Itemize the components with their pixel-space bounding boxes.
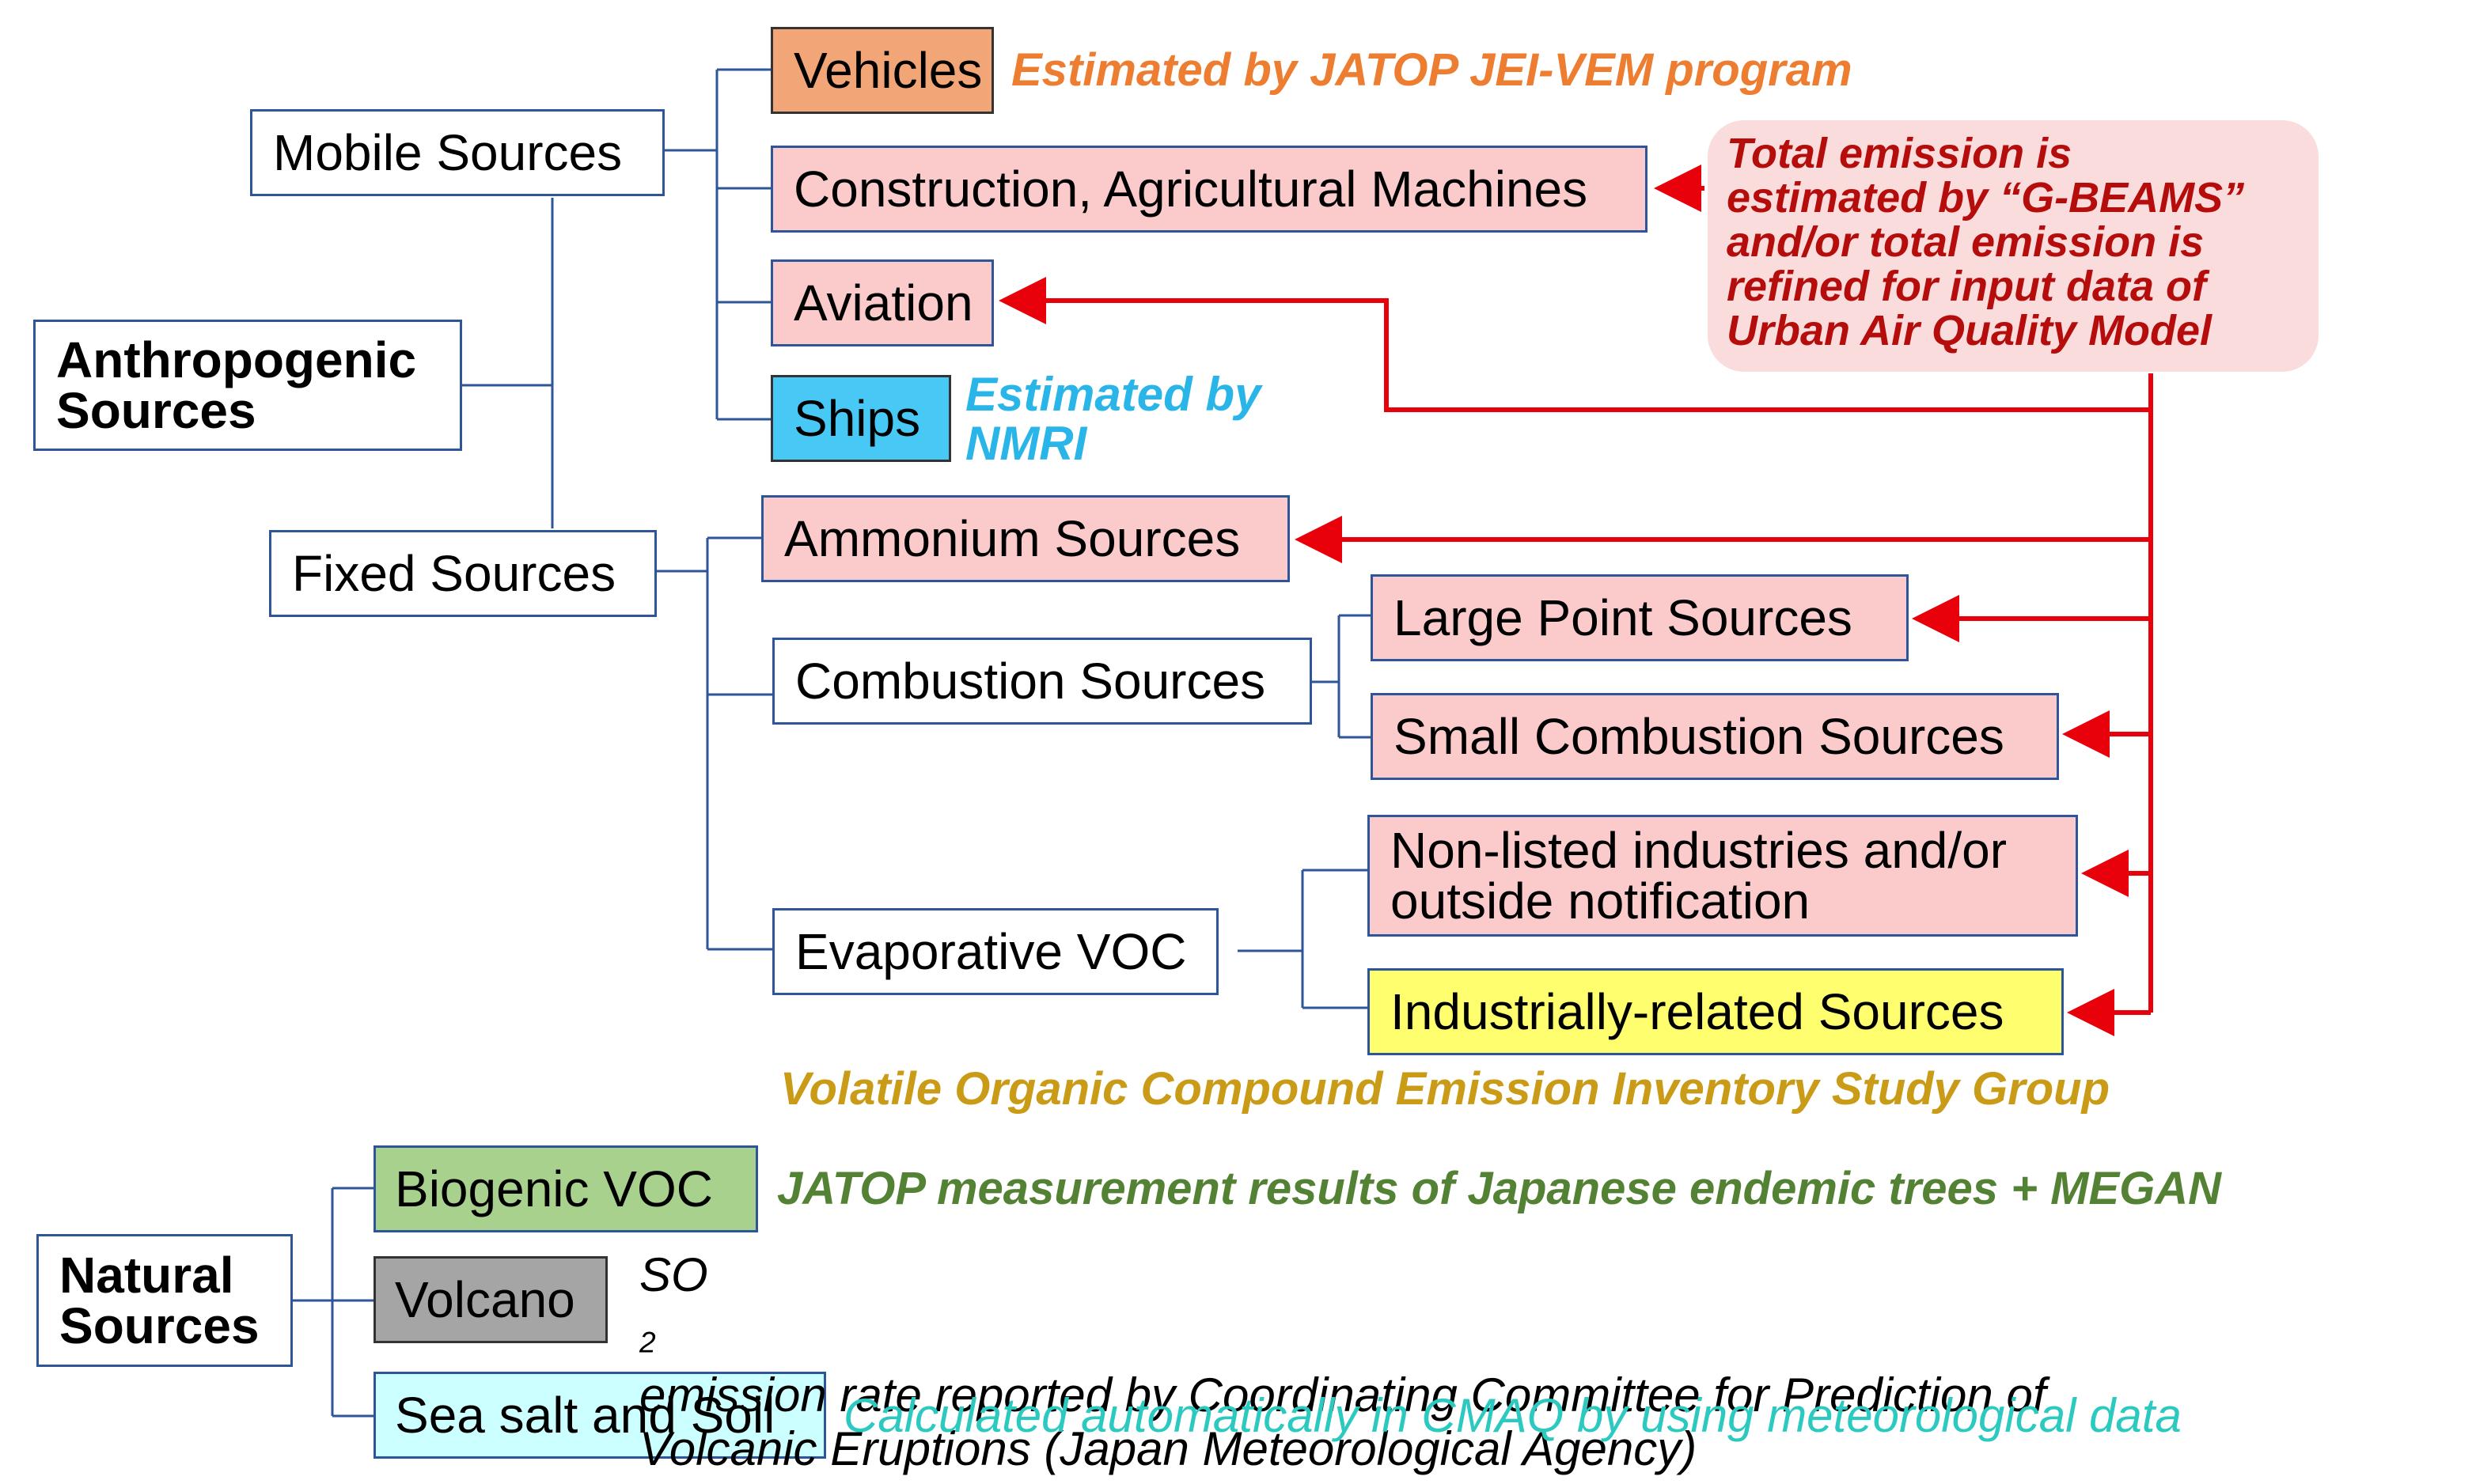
volcano-note-so: SO bbox=[639, 1248, 708, 1301]
ships-note-line2: NMRI bbox=[965, 417, 1087, 470]
vehicles-box: Vehicles bbox=[771, 27, 994, 114]
ammonium-sources-box: Ammonium Sources bbox=[761, 495, 1290, 582]
volcano-box: Volcano bbox=[373, 1256, 608, 1343]
aviation-box: Aviation bbox=[771, 259, 994, 346]
large-point-sources-box: Large Point Sources bbox=[1371, 574, 1909, 661]
volcano-note-line1: SO 2 emission rate reported by Coordinati… bbox=[639, 1248, 2046, 1422]
natural-label-line2: Sources bbox=[59, 1297, 260, 1354]
callout-line: estimated by “G-BEAMS” bbox=[1727, 174, 2245, 221]
sea-salt-note: Calculated automatically in CMAQ by usin… bbox=[844, 1389, 2182, 1442]
volcano-note-rest: emission rate reported by Coordinating C… bbox=[639, 1369, 2046, 1422]
combustion-sources-box: Combustion Sources bbox=[772, 638, 1312, 725]
nonlisted-line1: Non-listed industries and/or bbox=[1390, 822, 2008, 879]
anthropogenic-label-line2: Sources bbox=[56, 382, 256, 439]
nonlisted-industries-box: Non-listed industries and/or outside not… bbox=[1367, 815, 2078, 937]
nonlisted-line2: outside notification bbox=[1390, 873, 1811, 929]
ships-note: Estimated by NMRI bbox=[965, 370, 1261, 468]
red-arrows bbox=[999, 165, 2153, 1036]
callout-line: refined for input data of bbox=[1727, 263, 2206, 310]
ships-box: Ships bbox=[771, 375, 951, 462]
volcano-note: SO 2 emission rate reported by Coordinati… bbox=[639, 1248, 2046, 1476]
biogenic-note: JATOP measurement results of Japanese en… bbox=[777, 1163, 2222, 1214]
tree-connectors bbox=[293, 68, 1371, 1418]
callout-line: Urban Air Quality Model bbox=[1727, 307, 2212, 354]
biogenic-voc-box: Biogenic VOC bbox=[373, 1145, 758, 1232]
natural-sources-box: Natural Sources bbox=[36, 1234, 293, 1367]
anthropogenic-label-line1: Anthropogenic bbox=[56, 331, 417, 388]
anthropogenic-sources-box: Anthropogenic Sources bbox=[33, 320, 462, 451]
callout-line: Total emission is bbox=[1727, 130, 2072, 177]
evaporative-voc-box: Evaporative VOC bbox=[772, 908, 1219, 995]
callout-line: and/or total emission is bbox=[1727, 218, 2205, 266]
volcano-note-line2: Volcanic Eruptions (Japan Meteorological… bbox=[639, 1422, 1697, 1476]
mobile-sources-box: Mobile Sources bbox=[250, 109, 665, 196]
sea-salt-soil-box: Sea salt and Soil bbox=[373, 1372, 826, 1459]
industrially-related-sources-box: Industrially-related Sources bbox=[1367, 968, 2064, 1055]
construction-machines-box: Construction, Agricultural Machines bbox=[771, 146, 1648, 233]
voc-study-group-note: Volatile Organic Compound Emission Inven… bbox=[780, 1063, 2110, 1115]
vehicles-note: Estimated by JATOP JEI-VEM program bbox=[1011, 44, 1852, 96]
small-combustion-sources-box: Small Combustion Sources bbox=[1371, 693, 2059, 780]
fixed-sources-box: Fixed Sources bbox=[269, 530, 657, 617]
ships-note-line1: Estimated by bbox=[965, 368, 1261, 421]
gbeams-callout: Total emission is estimated by “G-BEAMS”… bbox=[1708, 120, 2319, 372]
volcano-note-subscript: 2 bbox=[639, 1325, 656, 1359]
natural-label-line1: Natural bbox=[59, 1247, 234, 1304]
